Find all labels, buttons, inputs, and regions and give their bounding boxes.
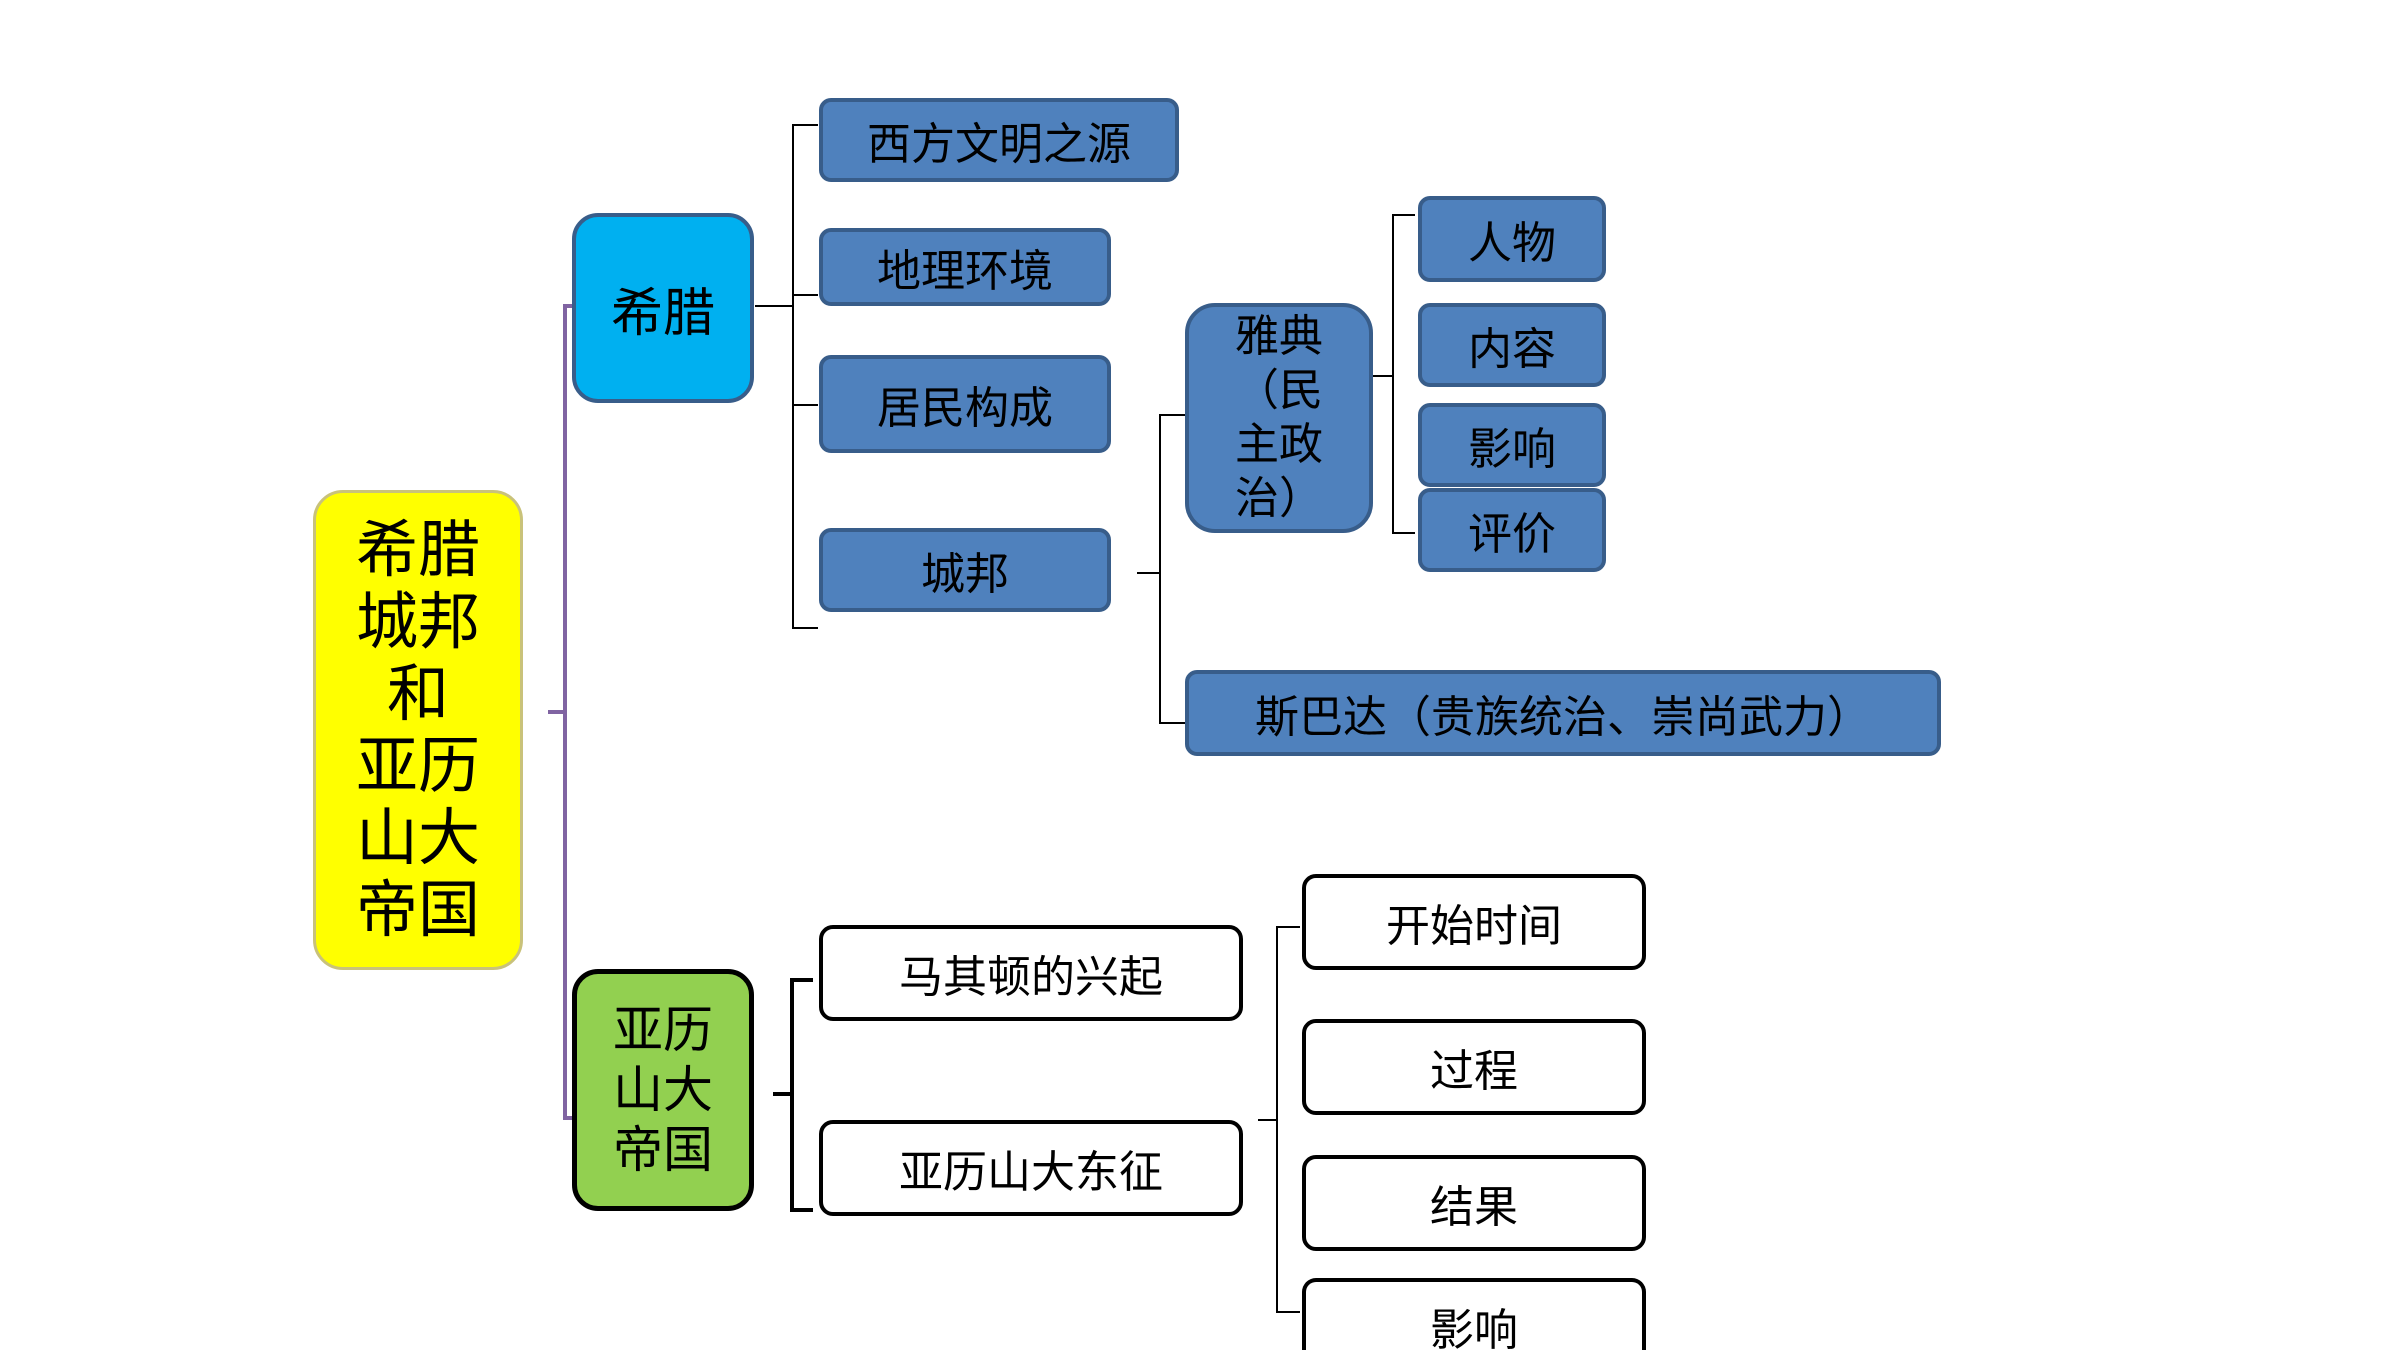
alexander-node[interactable]: 亚历 山大 帝国	[572, 969, 754, 1211]
athens-item-evaluation[interactable]: 评价	[1418, 488, 1606, 572]
athens-item-influence[interactable]: 影响	[1418, 403, 1606, 487]
alexander-item-conquest[interactable]: 亚历山大东征	[819, 1120, 1243, 1216]
alexander-bracket	[773, 978, 813, 1212]
citystate-bracket	[1137, 414, 1185, 724]
greece-item-citystate[interactable]: 城邦	[819, 528, 1111, 612]
greece-bracket	[792, 124, 818, 629]
conquest-item-influence[interactable]: 影响	[1302, 1278, 1646, 1356]
athens-item-people[interactable]: 人物	[1418, 196, 1606, 282]
alexander-item-macedon[interactable]: 马其顿的兴起	[819, 925, 1243, 1021]
athens-item-content[interactable]: 内容	[1418, 303, 1606, 387]
conquest-item-result[interactable]: 结果	[1302, 1155, 1646, 1251]
greece-node[interactable]: 希腊	[572, 213, 754, 403]
conquest-item-start-time[interactable]: 开始时间	[1302, 874, 1646, 970]
greece-item-residents[interactable]: 居民构成	[819, 355, 1111, 453]
greece-item-origin[interactable]: 西方文明之源	[819, 98, 1179, 182]
athens-bracket	[1373, 214, 1415, 534]
sparta-node[interactable]: 斯巴达（贵族统治、崇尚武力）	[1185, 670, 1941, 756]
root-node[interactable]: 希腊 城邦 和 亚历 山大 帝国	[313, 490, 523, 970]
athens-node[interactable]: 雅典 （民 主政 治）	[1185, 303, 1373, 533]
conquest-bracket	[1258, 926, 1300, 1313]
conquest-item-process[interactable]: 过程	[1302, 1019, 1646, 1115]
greece-item-geography[interactable]: 地理环境	[819, 228, 1111, 306]
